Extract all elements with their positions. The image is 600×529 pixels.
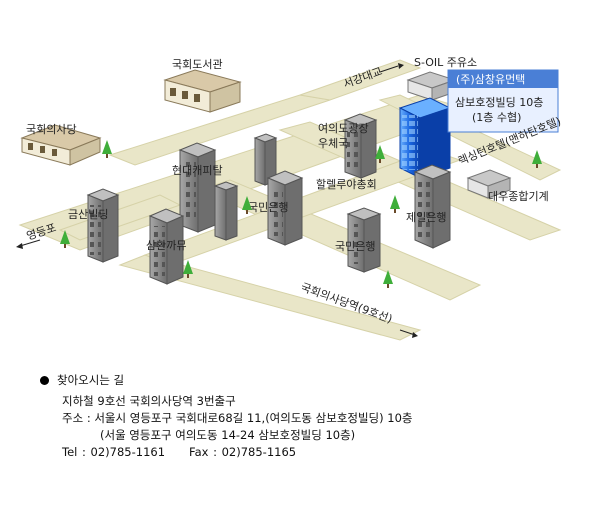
- samhwan-building: [148, 208, 185, 285]
- bullet-icon: [40, 376, 49, 385]
- directions-panel: 찾아오시는 길 지하철 9호선 국회의사당역 3번출구 주소 : 서울시 영등포…: [40, 372, 580, 461]
- label-kookmin-bank-1: 국민은행: [248, 201, 288, 214]
- small-building-2: [213, 181, 239, 241]
- daewoo-building: [466, 169, 512, 199]
- arrow-head-yeongdeungpo-icon: [16, 243, 23, 249]
- label-daewoo: 대우종합기계: [488, 190, 549, 203]
- tree-icon: [60, 230, 70, 248]
- directions-tel: Tel : 02)785-1161: [62, 445, 166, 459]
- tree-icon: [532, 150, 542, 168]
- label-yeouido-plaza: 여의도광장: [318, 122, 369, 135]
- label-samhwan: 삼환까뮤: [146, 239, 186, 252]
- target-callout: [447, 69, 559, 133]
- label-hyundai-capital: 현대캐피탈: [172, 164, 223, 177]
- directions-heading: 찾아오시는 길: [57, 373, 125, 387]
- tree-icon: [390, 195, 400, 213]
- directions-subway: 지하철 9호선 국회의사당역 3번출구: [62, 394, 236, 408]
- label-post-office: 우체국: [318, 137, 348, 150]
- geumsan-building: [86, 188, 120, 263]
- arrow-seogang: [379, 65, 399, 73]
- label-target-floor: (1층 수협): [472, 111, 521, 124]
- tree-icon: [183, 260, 193, 278]
- label-national-assembly: 국회의사당: [26, 123, 77, 136]
- kookmin-bank-1-building: [266, 170, 304, 246]
- arrow-head-seogang-icon: [398, 63, 404, 69]
- post-office-building: [343, 113, 378, 179]
- tree-icon: [242, 196, 252, 214]
- tree-icon: [383, 270, 393, 288]
- label-kookmin-bank-2: 국민은행: [335, 240, 375, 253]
- location-map: 국회도서관 국회의사당 S-OIL 주유소 서강대교 (주)삼창유먼택 삼보호정…: [16, 56, 563, 341]
- label-national-library: 국회도서관: [172, 58, 223, 71]
- label-soil-station: S-OIL 주유소: [414, 56, 477, 69]
- tree-icons: [60, 140, 542, 288]
- directions-heading-row: 찾아오시는 길: [40, 372, 580, 389]
- directions-fax: Fax : 02)785-1165: [189, 445, 297, 459]
- target-building: [398, 97, 452, 179]
- directions-address-old: (서울 영등포구 여의도동 14-24 삼보호정빌딩 10층): [100, 428, 356, 442]
- label-halleluya: 할렐루야총회: [316, 178, 377, 191]
- hyundai-capital-building: [178, 142, 217, 233]
- label-geumsan: 금산빌딩: [68, 208, 108, 221]
- national-assembly-building: [20, 124, 102, 166]
- tree-icon: [102, 140, 112, 158]
- arrow-head-station-icon: [412, 332, 418, 338]
- jeil-bank-building: [413, 164, 452, 249]
- national-library-building: [163, 69, 242, 113]
- label-jeil-bank: 제일은행: [406, 210, 446, 224]
- directions-address: 주소 : 서울시 영등포구 국회대로68길 11,(여의도동 삼보호정빌딩) 1…: [62, 411, 413, 425]
- directions-contact: Tel : 02)785-1161 Fax : 02)785-1165: [40, 444, 580, 461]
- arrow-station: [399, 329, 416, 336]
- kookmin-bank-2-building: [346, 207, 382, 273]
- label-target-company: (주)삼창유먼택: [456, 73, 525, 86]
- label-target-building: 삼보호정빌딩 10층: [455, 96, 543, 109]
- arrow-yeongdeungpo: [19, 239, 41, 247]
- tree-icon: [375, 145, 385, 163]
